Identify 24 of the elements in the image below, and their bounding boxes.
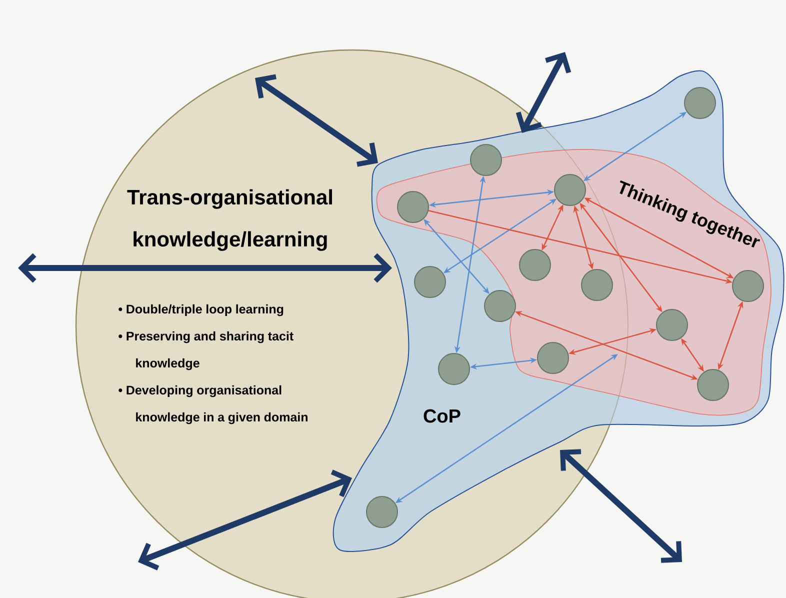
exchange-arrow — [516, 52, 572, 133]
exchange-arrow — [138, 470, 352, 570]
exchange-arrow — [560, 449, 682, 563]
bullet-item: • Developing organisational knowledge in a given domain — [118, 385, 308, 424]
member-circle — [366, 496, 398, 528]
member-circle — [397, 191, 429, 223]
member-circle — [414, 266, 446, 298]
member-circle — [484, 290, 516, 322]
member-circle — [697, 369, 729, 401]
heading: Trans-organisational knowledge/learning — [127, 189, 332, 251]
member-circle — [537, 342, 569, 374]
member-circle — [581, 269, 613, 301]
region-label: CoP — [424, 409, 460, 423]
member-circle — [732, 270, 764, 302]
member-circle — [656, 309, 688, 341]
member-circle — [554, 174, 586, 206]
exchange-arrow — [255, 74, 378, 167]
member-circle — [438, 353, 470, 385]
exchange-arrow — [18, 253, 392, 283]
member-circle — [684, 87, 716, 119]
member-circle — [470, 144, 502, 176]
bullet-item: • Double/triple loop learning — [118, 304, 284, 316]
bullet-item: • Preserving and sharing tacit knowledge — [118, 331, 294, 370]
member-circle — [519, 249, 551, 281]
